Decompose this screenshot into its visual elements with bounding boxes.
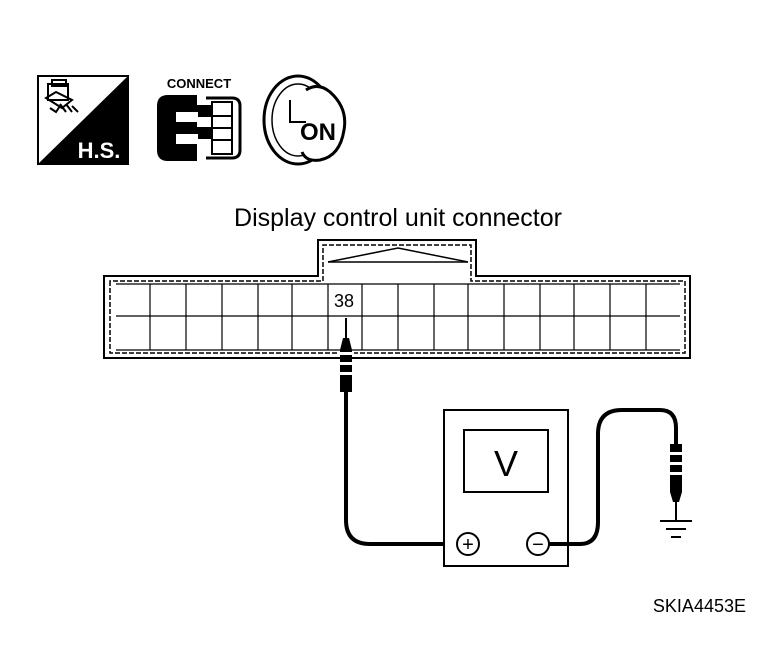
positive-terminal-icon: + [456,532,480,556]
ignition-on-icon: ON [262,74,347,166]
pin-38-label: 38 [334,291,354,311]
pin-grid [116,283,680,351]
ignition-on-label: ON [300,119,336,146]
reference-code: SKIA4453E [653,596,746,616]
connect-icon: CONNECT [157,76,242,161]
positive-lead-wire [344,392,456,546]
ground-icon [660,520,692,538]
voltmeter-display: V [494,443,518,484]
connector-title: Display control unit connector [234,204,562,232]
hs-label: H.S. [78,138,121,163]
negative-terminal-icon: − [526,532,550,556]
connect-label: CONNECT [167,76,231,91]
positive-terminal-symbol: + [462,534,474,556]
voltmeter: V + − [443,409,569,567]
positive-probe [338,318,354,392]
negative-probe [668,444,684,520]
negative-lead-wire [549,408,678,546]
harness-side-icon: H.S. [37,75,129,165]
negative-terminal-symbol: − [532,534,544,556]
connector-body [103,239,691,359]
